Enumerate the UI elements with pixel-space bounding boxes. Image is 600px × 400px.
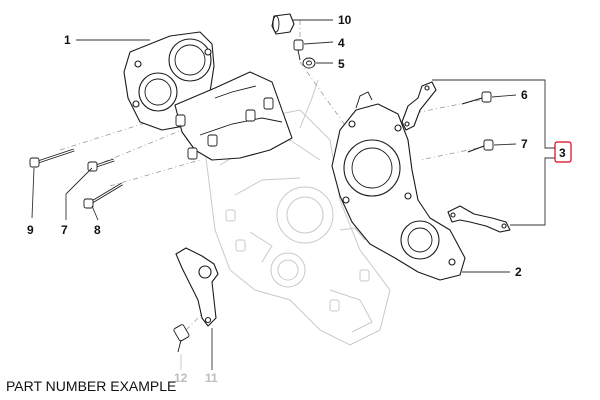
bracket-part-11 [175, 247, 219, 327]
group-box-3 [554, 141, 572, 163]
callout-11[interactable]: 11 [205, 371, 218, 385]
callout-3[interactable]: 3 [559, 146, 566, 160]
caption-text: PART NUMBER EXAMPLE [6, 378, 177, 394]
callout-6[interactable]: 6 [521, 88, 528, 102]
leader-lines [31, 19, 556, 370]
engine-block-background [204, 79, 391, 346]
callout-12[interactable]: 12 [174, 371, 188, 385]
bolt-part-12 [173, 324, 190, 353]
gasket-lower [447, 205, 511, 233]
callout-10[interactable]: 10 [338, 13, 352, 27]
bolt-part-7-left [87, 158, 115, 172]
middle-housing [174, 71, 293, 161]
bolt-part-6 [461, 91, 492, 105]
callout-8[interactable]: 8 [94, 223, 101, 237]
sleeve-part-10 [271, 13, 295, 35]
callout-7-right[interactable]: 7 [521, 137, 528, 151]
stud-part-4 [293, 39, 304, 61]
long-bolt-part-9 [29, 148, 75, 168]
callout-1[interactable]: 1 [64, 33, 71, 47]
bolt-part-7-right [467, 139, 494, 153]
gasket-upper [401, 81, 437, 131]
lower-timing-cover-part-2 [331, 91, 466, 281]
callout-labels: 1 10 4 5 6 7 3 2 9 7 8 12 11 [27, 13, 566, 385]
callout-5[interactable]: 5 [338, 57, 345, 71]
callout-7-left[interactable]: 7 [61, 223, 68, 237]
callout-9[interactable]: 9 [27, 223, 34, 237]
long-bolt-part-8 [83, 182, 123, 209]
callout-4[interactable]: 4 [338, 36, 345, 50]
washer-part-5 [302, 57, 316, 69]
callout-2[interactable]: 2 [515, 265, 522, 279]
